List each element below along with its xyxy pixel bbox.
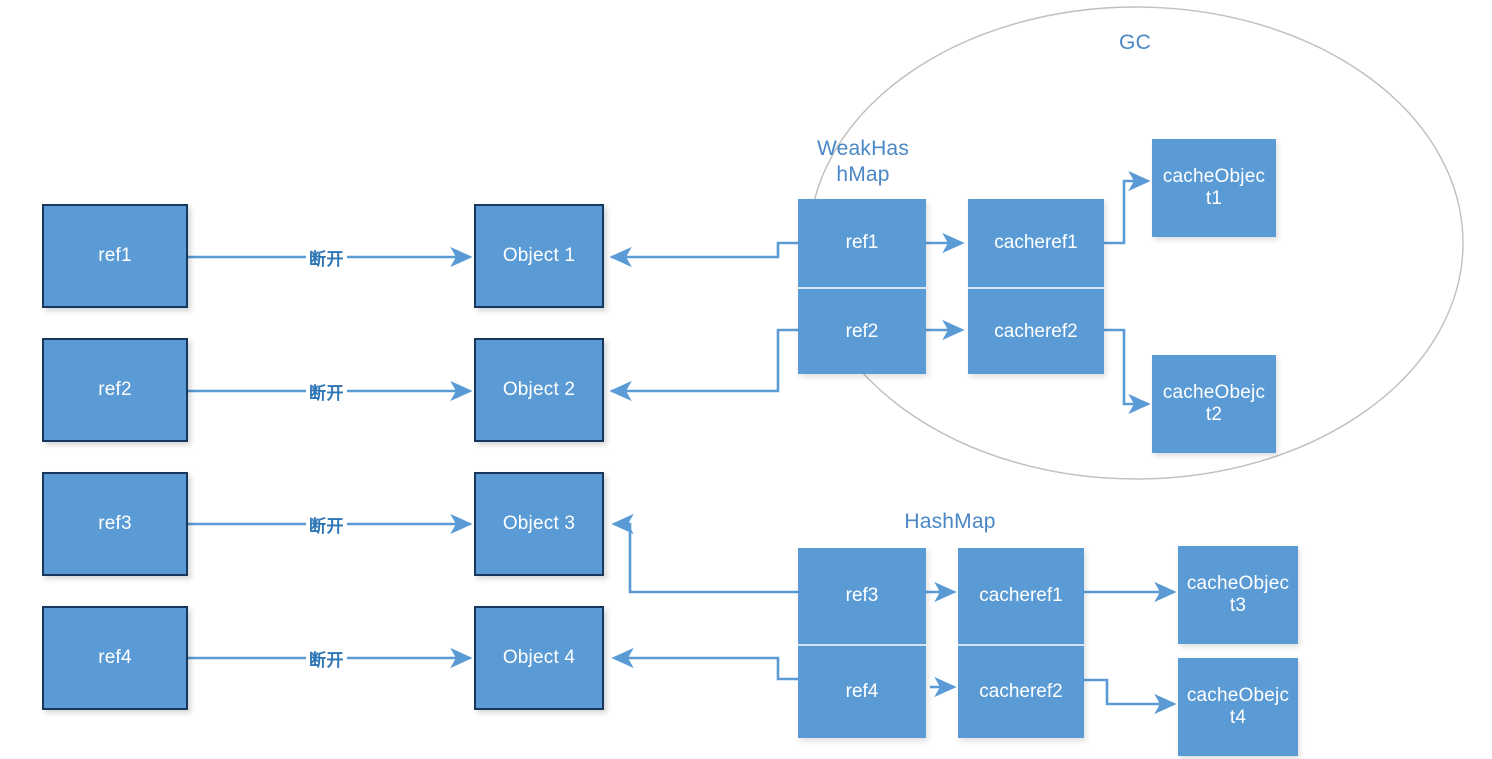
cache-object-label-line1: cacheObejc (1186, 684, 1290, 706)
edge-label-break-2: 断开 (306, 379, 347, 404)
map-cell-label: cacheref1 (979, 585, 1063, 606)
weakhashmap-value-cell-cacheref2[interactable]: cacheref2 (968, 287, 1104, 374)
object-box-object-4[interactable]: Object 4 (474, 606, 604, 710)
map-cell-label: cacheref2 (994, 320, 1078, 342)
hashmap-key-cell-ref3[interactable]: ref3 (798, 548, 926, 644)
object-box-object-1[interactable]: Object 1 (474, 204, 604, 308)
map-cell-label: cacheref2 (979, 681, 1063, 702)
weakhashmap-value-column: cacheref1 cacheref2 (968, 199, 1104, 374)
map-cell-label: ref3 (845, 585, 879, 606)
edge-label-break-1: 断开 (306, 245, 347, 270)
ref-box-label: ref4 (98, 646, 132, 668)
edge-hm-cacheref2-cacheobject4 (1084, 678, 1177, 715)
weakhashmap-label-line2: hMap (836, 162, 890, 186)
cache-object-box-cacheobject2[interactable]: cacheObejc t2 (1152, 355, 1276, 453)
cache-object-label-line1: cacheObjec (1186, 572, 1290, 594)
ref-box-ref2[interactable]: ref2 (42, 338, 188, 442)
hashmap-value-column: cacheref1 cacheref2 (958, 548, 1084, 738)
cache-object-label-line1: cacheObjec (1162, 165, 1266, 187)
ref-box-label: ref3 (98, 512, 132, 534)
edge-label-break-3: 断开 (306, 512, 347, 537)
object-box-object-2[interactable]: Object 2 (474, 338, 604, 442)
cache-object-label-line2: t3 (1229, 595, 1247, 616)
edge-whm-cacheref1-cacheobject1 (1104, 170, 1151, 245)
object-box-object-3[interactable]: Object 3 (474, 472, 604, 576)
hashmap-key-cell-ref4[interactable]: ref4 (798, 644, 926, 738)
cache-object-label-line2: t4 (1229, 707, 1247, 728)
hashmap-label: HashMap (904, 510, 996, 533)
cache-object-box-cacheobject1[interactable]: cacheObjec t1 (1152, 139, 1276, 237)
cache-object-label-line2: t2 (1205, 404, 1223, 425)
ref-box-label: ref2 (98, 378, 132, 400)
edge-whm-cacheref2-cacheobject2 (1104, 328, 1151, 415)
ref-box-ref1[interactable]: ref1 (42, 204, 188, 308)
edge-hm-ref4-object4 (611, 647, 800, 681)
map-cell-label: cacheref1 (994, 232, 1078, 253)
cache-object-box-cacheobject3[interactable]: cacheObjec t3 (1178, 546, 1298, 644)
hashmap-value-cell-cacheref2[interactable]: cacheref2 (958, 644, 1084, 738)
hashmap-key-column: ref3 ref4 (798, 548, 926, 738)
object-box-label: Object 4 (502, 646, 576, 668)
weakhashmap-key-cell-ref1[interactable]: ref1 (798, 199, 926, 287)
cache-object-label-line2: t1 (1205, 188, 1223, 209)
ref-box-ref4[interactable]: ref4 (42, 606, 188, 710)
ref-box-label: ref1 (98, 244, 132, 266)
object-box-label: Object 1 (502, 244, 576, 266)
object-box-label: Object 2 (502, 378, 576, 400)
gc-label: GC (1119, 31, 1151, 54)
weakhashmap-label: WeakHas hMap (800, 136, 926, 187)
cache-object-label-line1: cacheObejc (1162, 381, 1266, 403)
weakhashmap-label-line1: WeakHas (816, 137, 910, 160)
cache-object-box-cacheobject4[interactable]: cacheObejc t4 (1178, 658, 1298, 756)
weakhashmap-key-cell-ref2[interactable]: ref2 (798, 287, 926, 374)
hashmap-value-cell-cacheref1[interactable]: cacheref1 (958, 548, 1084, 644)
edge-label-break-4: 断开 (306, 646, 347, 671)
edge-whm-ref2-object2 (609, 328, 800, 402)
weakhashmap-value-cell-cacheref1[interactable]: cacheref1 (968, 199, 1104, 287)
map-cell-label: ref4 (845, 681, 879, 702)
weakhashmap-key-column: ref1 ref2 (798, 199, 926, 374)
object-box-label: Object 3 (502, 512, 576, 534)
edge-hm-ref3-object3 (611, 513, 800, 594)
edge-whm-ref1-object1 (609, 241, 800, 268)
ref-box-ref3[interactable]: ref3 (42, 472, 188, 576)
map-cell-label: ref2 (845, 320, 879, 342)
map-cell-label: ref1 (845, 232, 879, 253)
